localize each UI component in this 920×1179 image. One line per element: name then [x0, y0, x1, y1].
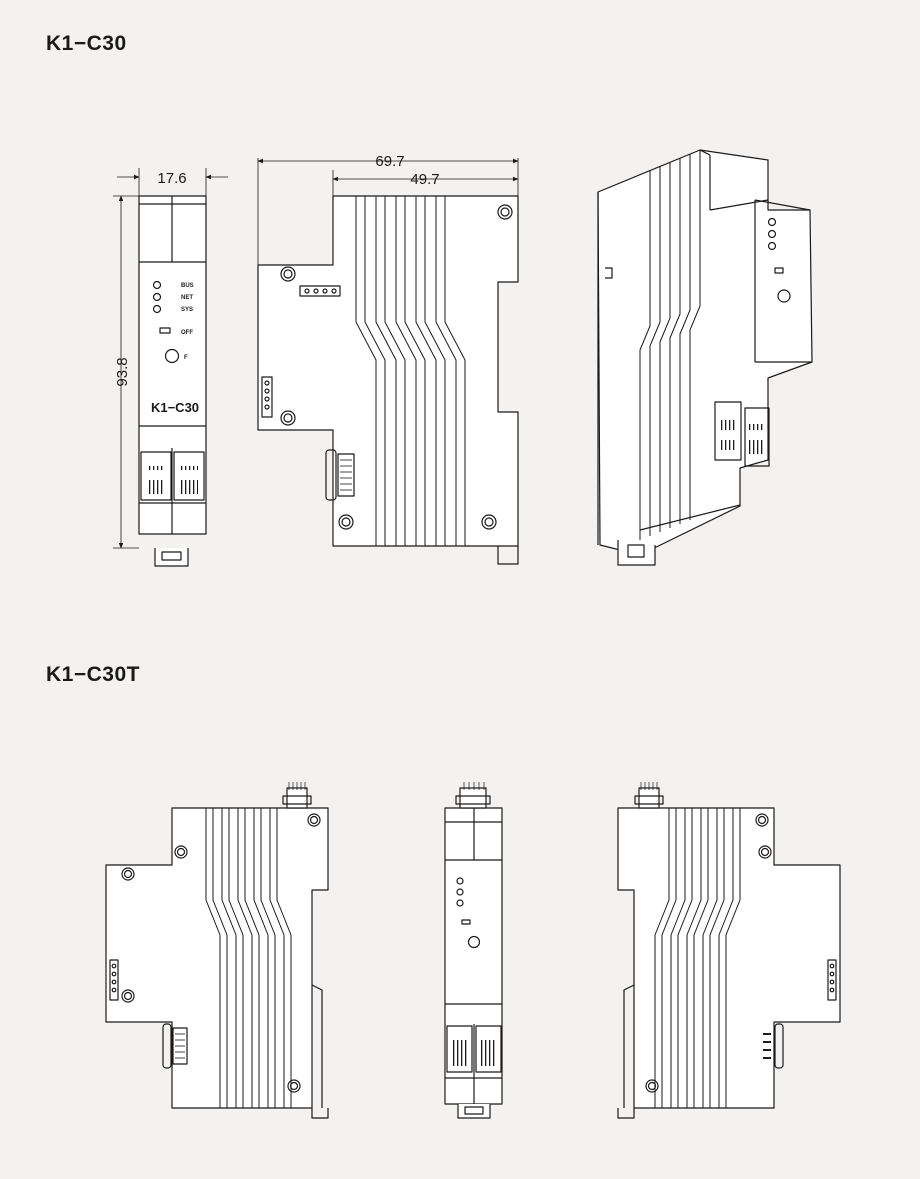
led-indicator-icon	[456, 899, 464, 907]
switch-label-off: OFF	[181, 330, 193, 336]
c30t-right-view	[617, 782, 841, 1119]
button-label-f: F	[184, 355, 188, 361]
antenna-connector-icon	[286, 787, 308, 809]
led-indicator-icon	[152, 280, 162, 290]
c30-side-body	[257, 195, 519, 547]
depth-upper-label: 49.7	[410, 171, 439, 188]
rj45-port-icon	[446, 1025, 473, 1073]
c30-iso-body	[597, 149, 813, 556]
c30-front-view	[113, 168, 228, 567]
din-clip-icon	[154, 548, 189, 567]
led-label-bus: BUS	[181, 283, 194, 289]
c30t-front-view	[444, 782, 503, 1119]
reset-button-icon	[164, 348, 180, 364]
led-indicator-icon	[767, 241, 777, 251]
width-dimension-label: 17.6	[157, 170, 186, 187]
din-clip-icon	[457, 1104, 491, 1119]
led-indicator-icon	[767, 217, 777, 227]
c30-iso-view	[597, 149, 813, 566]
depth-total-label: 69.7	[375, 153, 404, 170]
c30t-right-body	[617, 807, 841, 1109]
rj45-port-icon	[714, 401, 742, 461]
height-dimension-label: 93.8	[114, 357, 131, 386]
model-title-c30t: K1−C30T	[46, 663, 140, 686]
rj45-port-icon	[744, 407, 770, 467]
antenna-connector-icon	[638, 787, 660, 809]
led-label-net: NET	[181, 295, 193, 301]
dip-switch-icon	[774, 267, 784, 274]
rj45-port-icon	[173, 451, 205, 501]
c30-side-view	[257, 158, 519, 565]
reset-button-icon	[777, 289, 791, 303]
led-indicator-icon	[152, 292, 162, 302]
dip-switch-icon	[159, 327, 171, 334]
model-title-c30: K1−C30	[46, 32, 127, 55]
din-clip-icon	[617, 540, 656, 566]
c30t-left-view	[105, 782, 329, 1119]
front-brand-label: K1−C30	[151, 400, 199, 415]
led-indicator-icon	[456, 888, 464, 896]
rj45-port-icon	[140, 451, 172, 501]
rj45-port-icon	[475, 1025, 502, 1073]
reset-button-icon	[467, 935, 481, 949]
led-indicator-icon	[456, 877, 464, 885]
led-label-sys: SYS	[181, 307, 193, 313]
dip-switch-icon	[461, 919, 471, 925]
led-indicator-icon	[767, 229, 777, 239]
led-indicator-icon	[152, 304, 162, 314]
antenna-connector-icon	[459, 787, 487, 809]
c30t-left-body	[105, 807, 329, 1109]
